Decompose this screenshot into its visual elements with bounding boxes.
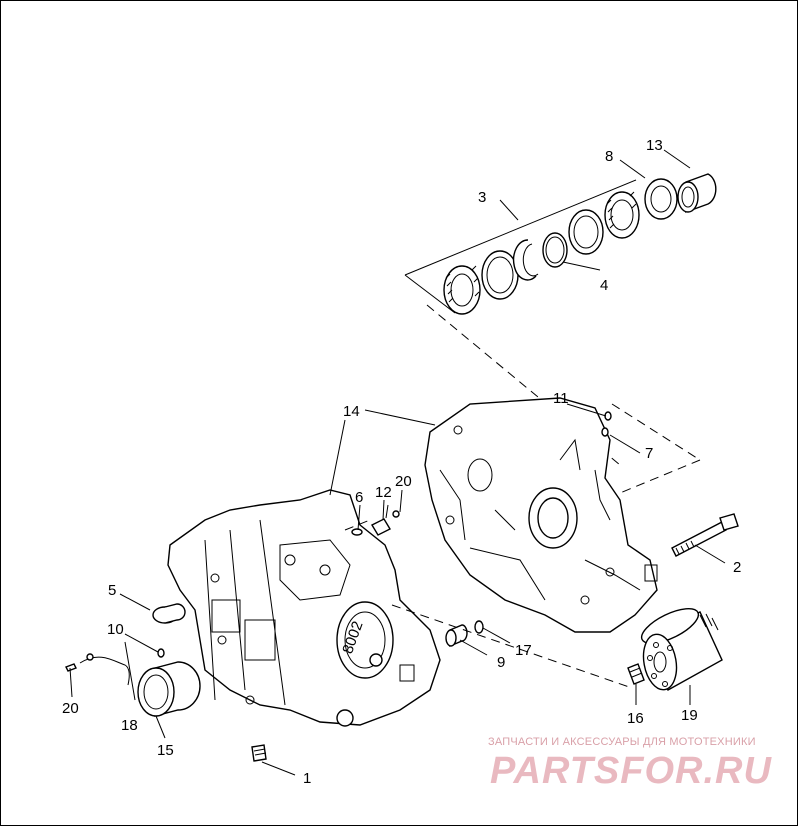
alignment-line-filter: [391, 604, 633, 689]
snap-ring: [512, 239, 539, 281]
callout-15: 15: [157, 742, 174, 759]
leader-lines: [69, 149, 726, 776]
callout-10: 10: [107, 621, 124, 638]
screw-20-lower: [65, 663, 77, 672]
bearing-sleeve: [568, 209, 604, 255]
callout-13: 13: [646, 137, 663, 154]
bearing-race: [481, 250, 519, 300]
callout-17: 17: [515, 642, 532, 659]
callout-9: 9: [497, 654, 505, 671]
callout-labels: 1 2 3 4 5 6 7 8 9 10 11 12 13 14 15 16 1…: [62, 137, 741, 787]
oil-filter-19: [640, 607, 723, 691]
watermark: ЗАПЧАСТИ И АКСЕССУАРЫ ДЛЯ МОТОТЕХНИКИ PA…: [488, 736, 772, 792]
drain-plug-1: [251, 744, 267, 762]
roller-bearing-right: [604, 191, 640, 239]
callout-14: 14: [343, 403, 360, 420]
watermark-brand: PARTSFOR.RU: [490, 750, 772, 792]
oil-jet-10: [157, 648, 165, 658]
sensor-plug-assembly: [351, 504, 400, 536]
fitting-9: [445, 624, 468, 648]
needle-bearing-5: [152, 603, 186, 624]
callout-5: 5: [108, 582, 116, 599]
callout-1: 1: [303, 770, 311, 787]
crankcase-left-half: 8002: [167, 489, 441, 727]
retaining-ring: [542, 232, 568, 268]
crankcase-right-half: [424, 397, 658, 633]
callout-20-upper: 20: [395, 473, 412, 490]
callout-4: 4: [600, 277, 608, 294]
oil-tube-18: [79, 653, 130, 686]
callout-20-lower: 20: [62, 700, 79, 717]
callout-18: 18: [121, 717, 138, 734]
bearing-8: [644, 178, 678, 220]
bearing-group-outline: [404, 179, 701, 494]
callout-2: 2: [733, 559, 741, 576]
o-ring-17: [474, 620, 484, 634]
alignment-line-sensor: [344, 519, 371, 531]
callout-12: 12: [375, 484, 392, 501]
callout-11: 11: [553, 390, 569, 407]
callout-7: 7: [645, 445, 653, 462]
callout-19: 19: [681, 707, 698, 724]
crankcase-bolt: [671, 513, 739, 557]
sleeve-13: [677, 173, 717, 213]
filter-adapter-16: [627, 663, 645, 685]
main-bearing-15: [137, 661, 201, 717]
callout-3: 3: [478, 189, 486, 206]
roller-bearing-left: [443, 265, 481, 315]
callout-6: 6: [355, 489, 363, 506]
dowel-pin-7: [601, 427, 609, 437]
watermark-tagline: ЗАПЧАСТИ И АКСЕССУАРЫ ДЛЯ МОТОТЕХНИКИ: [488, 736, 756, 748]
callout-16: 16: [627, 710, 644, 727]
callout-8: 8: [605, 148, 613, 165]
